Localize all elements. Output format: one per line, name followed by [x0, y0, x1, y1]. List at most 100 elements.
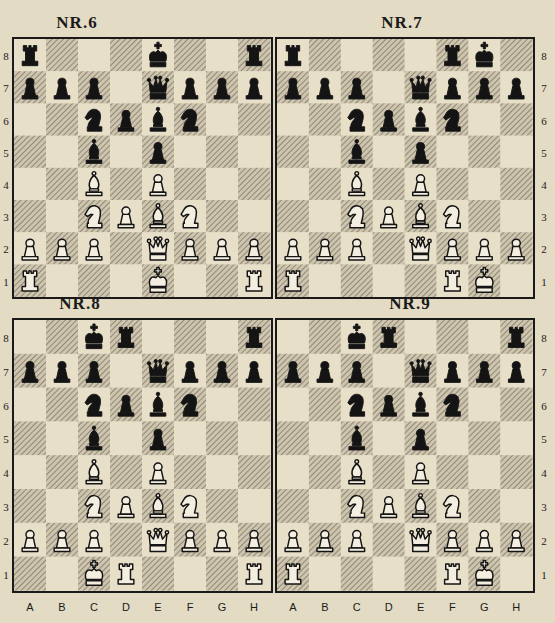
- rook-piece: [246, 271, 262, 291]
- pawn-piece: [214, 362, 230, 383]
- piece-outline: [184, 86, 195, 96]
- light-square: [46, 354, 78, 388]
- diagram-board: NR.6: [12, 11, 273, 300]
- dark-square: [46, 320, 78, 354]
- piece-outline: [22, 46, 38, 66]
- piece-outline: [147, 531, 150, 534]
- rank-number: 2: [3, 243, 9, 255]
- diagram-title: NR.7: [381, 13, 422, 33]
- piece-outline: [351, 86, 362, 96]
- light-square: [174, 71, 206, 104]
- dark-square: [437, 168, 469, 201]
- dark-square: [500, 320, 532, 354]
- pawn-piece: [381, 207, 397, 228]
- light-square: [437, 421, 469, 455]
- dark-square: [174, 232, 206, 265]
- piece-outline: [182, 96, 198, 99]
- piece-outline: [186, 78, 194, 86]
- dark-square: [78, 200, 110, 233]
- piece-outline: [86, 548, 102, 551]
- light-square: [500, 557, 532, 591]
- dark-square: [468, 489, 500, 523]
- bishop-piece: [150, 494, 166, 518]
- pawn-piece: [413, 175, 429, 196]
- piece-outline: [410, 78, 413, 81]
- piece-outline: [88, 369, 99, 379]
- light-square: [206, 103, 238, 135]
- piece-outline: [26, 362, 34, 370]
- piece-outline: [218, 78, 226, 86]
- piece-outline: [285, 257, 301, 260]
- piece-outline: [165, 78, 168, 81]
- king-piece: [149, 42, 166, 67]
- rank-number: 7: [3, 366, 9, 378]
- light-square: [78, 455, 110, 489]
- light-square: [341, 168, 373, 201]
- piece-outline: [287, 369, 298, 379]
- light-square: [174, 264, 206, 297]
- piece-outline: [156, 494, 160, 498]
- pawn-piece: [246, 78, 262, 99]
- light-square: [277, 232, 309, 265]
- piece-outline: [321, 362, 329, 370]
- rook-piece: [381, 327, 397, 347]
- piece-outline: [24, 369, 35, 379]
- board-frame: [12, 318, 273, 593]
- rank-number: 4: [541, 467, 547, 479]
- rank-number: 1: [3, 569, 9, 581]
- dark-square: [14, 354, 46, 388]
- dark-square: [206, 354, 238, 388]
- dark-square: [14, 200, 46, 233]
- diagram-title: NR.9: [389, 294, 430, 314]
- piece-outline: [413, 93, 429, 99]
- piece-outline: [448, 78, 456, 86]
- dark-square: [341, 136, 373, 169]
- rank-number: 2: [541, 243, 547, 255]
- light-square: [110, 200, 142, 233]
- dark-square: [309, 388, 341, 422]
- piece-outline: [417, 237, 420, 240]
- dark-square: [341, 200, 373, 233]
- pawn-piece: [150, 143, 166, 164]
- bishop-piece: [413, 494, 429, 518]
- chess-board: [14, 39, 270, 297]
- piece-outline: [416, 208, 426, 221]
- piece-outline: [54, 379, 70, 382]
- light-square: [468, 232, 500, 265]
- piece-outline: [445, 96, 461, 99]
- piece-outline: [477, 62, 493, 66]
- piece-outline: [150, 160, 166, 163]
- dark-square: [206, 71, 238, 104]
- bishop-piece: [349, 172, 365, 196]
- light-square: [78, 388, 110, 422]
- piece-outline: [214, 257, 230, 260]
- rank-number: 6: [541, 400, 547, 412]
- piece-outline: [150, 192, 166, 195]
- dark-square: [78, 354, 110, 388]
- dark-square: [142, 489, 174, 523]
- king-piece: [476, 42, 493, 67]
- pawn-piece: [508, 239, 524, 260]
- light-square: [238, 489, 270, 523]
- dark-square: [206, 136, 238, 169]
- piece-outline: [383, 403, 394, 413]
- file-letter: G: [480, 601, 489, 613]
- light-square: [373, 489, 405, 523]
- light-square: [500, 489, 532, 523]
- piece-outline: [415, 182, 426, 192]
- piece-outline: [181, 496, 198, 518]
- piece-outline: [120, 118, 131, 128]
- dark-square: [468, 354, 500, 388]
- dark-square: [110, 455, 142, 489]
- piece-outline: [508, 257, 524, 260]
- light-square: [437, 136, 469, 169]
- light-square: [206, 39, 238, 72]
- piece-outline: [319, 247, 330, 257]
- dark-square: [14, 421, 46, 455]
- light-square: [309, 489, 341, 523]
- piece-outline: [88, 86, 99, 96]
- piece-outline: [287, 86, 298, 96]
- piece-outline: [159, 359, 162, 362]
- dark-square: [468, 136, 500, 169]
- light-square: [14, 455, 46, 489]
